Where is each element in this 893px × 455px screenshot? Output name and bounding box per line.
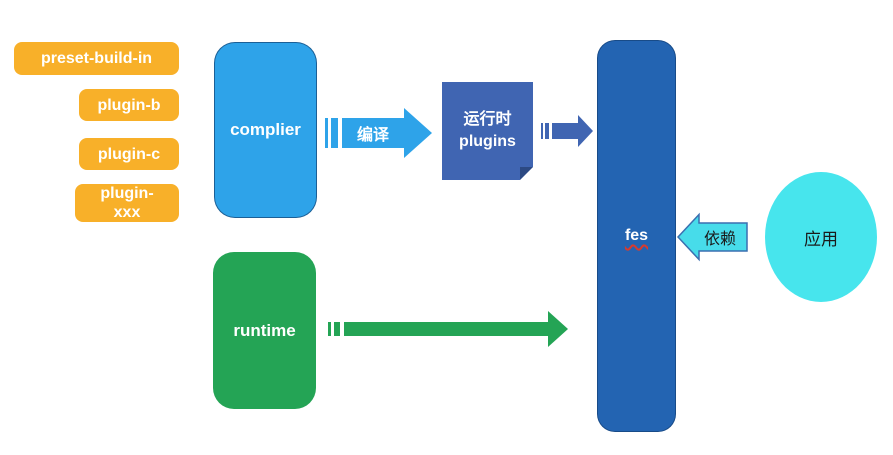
arrow-shaft bbox=[344, 322, 548, 336]
badge-label: plugin-c bbox=[97, 145, 161, 163]
note-to-fes-arrow bbox=[541, 115, 593, 147]
app-ellipse: 应用 bbox=[765, 172, 877, 302]
badge-label: preset-build-in bbox=[40, 50, 153, 67]
arrow-head bbox=[404, 108, 432, 158]
badge-label: plugin-b bbox=[97, 96, 161, 114]
arrow-stripe bbox=[328, 322, 331, 336]
arrow-stripe bbox=[545, 123, 549, 139]
runtime-block: runtime bbox=[213, 252, 316, 409]
badge-preset-build-in: preset-build-in bbox=[14, 42, 179, 75]
left-arrow-shape bbox=[676, 212, 748, 262]
runtime-plugins-note: 运行时 plugins bbox=[442, 82, 533, 180]
depend-arrow: 依赖 bbox=[676, 212, 748, 262]
fes-block: fes bbox=[597, 40, 676, 432]
arrow-head bbox=[548, 311, 568, 347]
arrow-stripe bbox=[325, 118, 328, 148]
arrow-stripe bbox=[541, 123, 543, 139]
badge-label: plugin-xxx bbox=[100, 185, 154, 221]
runtime-to-fes-arrow bbox=[328, 311, 568, 347]
note-line2: plugins bbox=[459, 133, 516, 150]
arrow-shaft: 编译 bbox=[342, 118, 404, 148]
badge-plugin-b: plugin-b bbox=[79, 89, 179, 121]
fes-label: fes bbox=[624, 227, 649, 244]
badge-plugin-xxx: plugin-xxx bbox=[75, 184, 179, 222]
folded-corner bbox=[520, 167, 533, 180]
arrow-head bbox=[578, 115, 593, 147]
compile-arrow: 编译 bbox=[325, 108, 432, 158]
arrow-stripe bbox=[334, 322, 340, 336]
complier-label: complier bbox=[230, 120, 301, 139]
badge-plugin-c: plugin-c bbox=[79, 138, 179, 170]
depend-arrow-label: 依赖 bbox=[703, 231, 736, 248]
note-line1: 运行时 bbox=[463, 111, 512, 128]
runtime-label: runtime bbox=[233, 320, 296, 340]
arrow-stripe bbox=[331, 118, 338, 148]
complier-block: complier bbox=[214, 42, 317, 218]
arrow-shaft bbox=[552, 123, 578, 139]
compile-arrow-label: 编译 bbox=[356, 127, 389, 144]
app-label: 应用 bbox=[804, 229, 838, 249]
